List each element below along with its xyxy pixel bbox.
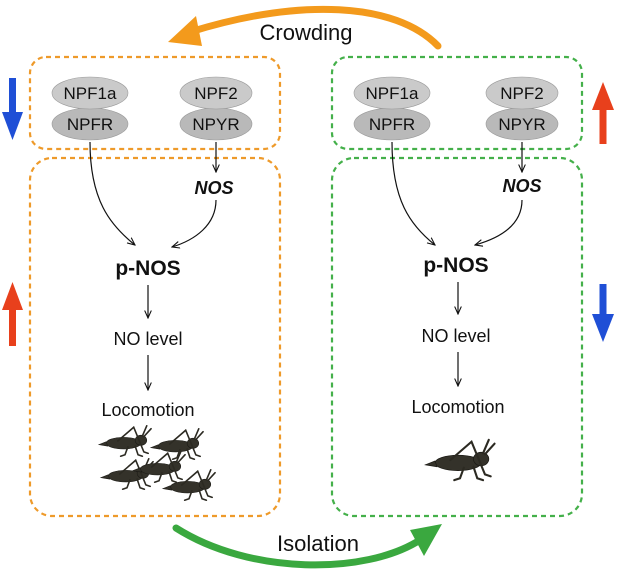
left-npfr-to-pnos-arrow xyxy=(89,141,135,245)
left-locomotion-label: Locomotion xyxy=(101,400,194,420)
left-locust-group xyxy=(98,424,216,502)
left-receptor-down-arrow xyxy=(2,78,23,140)
left-receptor-npyr: NPYR xyxy=(192,115,239,134)
left-panel: NPF1a NPFR NPF2 NPYR NOS p-NOS NO level … xyxy=(28,55,282,518)
right-ligand-npf1a: NPF1a xyxy=(366,84,419,103)
right-npf2-npyr-pill: NPF2 NPYR xyxy=(485,76,559,141)
right-receptor-up-arrow xyxy=(592,82,614,144)
right-receptor-box xyxy=(330,55,584,151)
right-nos-to-pnos-arrow xyxy=(475,199,523,245)
locust-icon xyxy=(100,457,154,491)
left-pnos-label: p-NOS xyxy=(115,257,180,280)
locust-icon xyxy=(98,424,152,458)
left-no-level-label: NO level xyxy=(113,329,182,349)
left-nos-label: NOS xyxy=(194,178,233,198)
left-ligand-npf2: NPF2 xyxy=(194,84,237,103)
left-pathway-up-arrow xyxy=(2,282,23,346)
right-locomotion-label: Locomotion xyxy=(411,397,504,417)
right-nos-label: NOS xyxy=(502,176,541,196)
left-npf2-npyr-pill: NPF2 NPYR xyxy=(179,76,253,141)
isolation-label: Isolation xyxy=(277,531,359,556)
left-receptor-npfr: NPFR xyxy=(67,115,113,134)
right-pnos-label: p-NOS xyxy=(423,254,488,277)
locust-icon xyxy=(150,427,204,461)
crowding-arrow xyxy=(168,5,442,50)
right-locust-group xyxy=(424,438,496,482)
left-npf1a-npfr-pill: NPF1a NPFR xyxy=(51,76,129,141)
right-receptor-npyr: NPYR xyxy=(498,115,545,134)
right-receptor-npfr: NPFR xyxy=(369,115,415,134)
right-pathway-down-arrow xyxy=(592,284,614,342)
right-npfr-to-pnos-arrow xyxy=(391,141,435,245)
left-nos-to-pnos-arrow xyxy=(172,199,217,247)
right-npf1a-npfr-pill: NPF1a NPFR xyxy=(353,76,431,141)
left-receptor-box xyxy=(28,55,282,151)
isolation-arrow xyxy=(172,524,442,569)
right-no-level-label: NO level xyxy=(421,326,490,346)
crowding-label: Crowding xyxy=(260,20,353,45)
locust-icon xyxy=(424,438,496,482)
left-pathway-box xyxy=(28,156,282,518)
right-panel: NPF1a NPFR NPF2 NPYR NOS p-NOS NO level … xyxy=(330,55,584,518)
right-ligand-npf2: NPF2 xyxy=(500,84,543,103)
right-pathway-box xyxy=(330,156,584,518)
left-ligand-npf1a: NPF1a xyxy=(64,84,117,103)
